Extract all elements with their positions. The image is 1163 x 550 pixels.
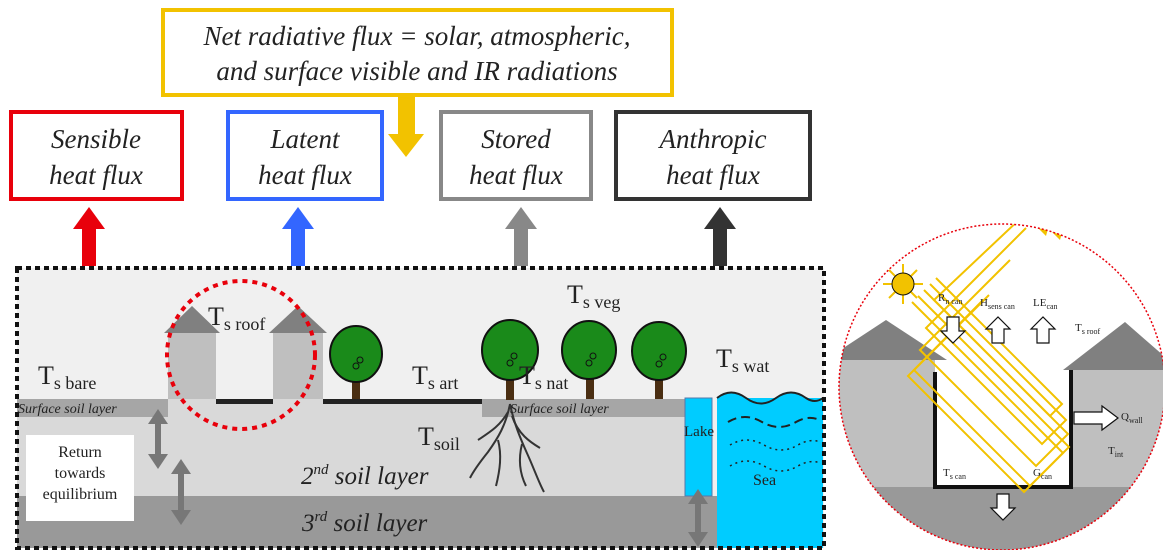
- surface-soil-layer-left: Surface soil layer: [18, 402, 117, 417]
- stored-arrow-icon: [505, 207, 537, 266]
- solar-rays: [906, 224, 1071, 494]
- g-down-arrow-icon: [989, 493, 1017, 521]
- t-soil-label: Tsoil: [418, 422, 460, 454]
- sensible-arrow-icon: [73, 207, 105, 266]
- return-line3: equilibrium: [43, 486, 118, 503]
- sensible-line2: heat flux: [49, 160, 143, 190]
- ts-art-label: Ts art: [412, 361, 458, 393]
- ts-can-label: Ts can: [943, 467, 966, 481]
- net-radiative-flux-box: Net radiative flux = solar, atmospheric,…: [161, 8, 674, 97]
- latent-line1: Latent: [269, 124, 341, 154]
- ts-roof-label: Ts roof: [208, 302, 265, 334]
- tree-icon: [561, 320, 617, 399]
- sun-icon: [883, 264, 923, 304]
- net-flux-line1: Net radiative flux = solar, atmospheric,: [203, 21, 631, 51]
- surface-soil-layer-right: Surface soil layer: [510, 402, 609, 417]
- g-can-label: Gcan: [1033, 467, 1052, 481]
- rn-can-arrow-icon: [939, 316, 967, 344]
- return-arrow-icon: [148, 409, 708, 547]
- roots-icon: [469, 403, 545, 493]
- anthropic-heat-flux-box: Anthropic heat flux: [614, 110, 812, 201]
- ts-roof-zoom-label: Ts roof: [1075, 322, 1101, 336]
- t-int-label: Tint: [1108, 445, 1124, 459]
- q-wall-arrow-icon: [1073, 404, 1119, 432]
- zoom-selection-circle: [165, 279, 317, 431]
- stored-line1: Stored: [481, 124, 551, 154]
- sensible-heat-flux-box: Sensible heat flux: [9, 110, 184, 201]
- rn-can-label: Rn can: [938, 292, 962, 306]
- net-flux-line2: and surface visible and IR radiations: [216, 56, 617, 86]
- lake-label: Lake: [684, 424, 714, 440]
- anthropic-line2: heat flux: [666, 160, 760, 190]
- stored-line2: heat flux: [469, 160, 563, 190]
- stored-heat-flux-box: Stored heat flux: [439, 110, 593, 201]
- third-soil-layer-label: 3rd soil layer: [301, 509, 428, 537]
- anthropic-line1: Anthropic: [658, 124, 767, 154]
- h-sens-can-label: Hsens can: [980, 297, 1015, 311]
- tree-icon: [631, 321, 687, 399]
- return-line1: Return: [58, 444, 102, 461]
- h-sens-arrow-icon: [984, 316, 1012, 344]
- le-can-label: LEcan: [1033, 297, 1058, 311]
- second-soil-layer-label: 2nd soil layer: [301, 462, 429, 490]
- surface-cross-section: [15, 266, 826, 550]
- ts-bare-label: Ts bare: [38, 361, 96, 393]
- net-flux-arrow-icon: [388, 97, 424, 157]
- le-can-arrow-icon: [1029, 316, 1057, 344]
- anthropic-arrow-icon: [704, 207, 736, 266]
- latent-heat-flux-box: Latent heat flux: [226, 110, 384, 201]
- sensible-line1: Sensible: [51, 124, 141, 154]
- ts-wat-label: Ts wat: [716, 344, 769, 376]
- ts-veg-label: Ts veg: [567, 280, 620, 312]
- ts-nat-label: Ts nat: [519, 361, 568, 393]
- tree-icon: [329, 325, 383, 399]
- return-line2: towards: [55, 465, 106, 482]
- tree-icon: [481, 319, 539, 400]
- sea-label: Sea: [753, 472, 776, 489]
- canyon-zoom-panel: Rn can Hsens can LEcan Ts roof Qwall Tin…: [838, 223, 1163, 550]
- latent-line2: heat flux: [258, 160, 352, 190]
- latent-arrow-icon: [282, 207, 314, 266]
- return-equilibrium-box: Return towards equilibrium: [26, 435, 134, 521]
- q-wall-label: Qwall: [1121, 411, 1144, 425]
